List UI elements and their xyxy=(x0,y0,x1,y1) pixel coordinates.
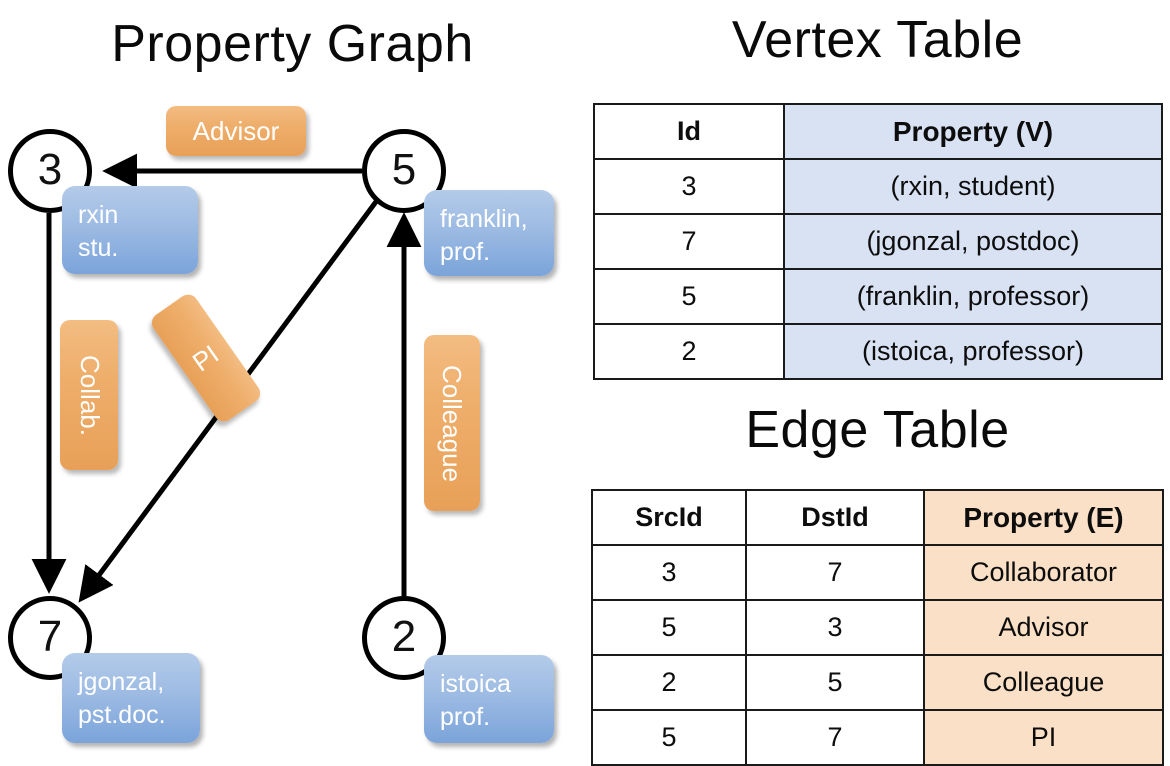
table-row: 3 7 Collaborator xyxy=(591,544,1164,601)
property-graph-diagram: 3 5 7 2 rxin stu. franklin, prof. jgonza… xyxy=(0,0,585,760)
edge-cell-srcid: 5 xyxy=(591,709,747,766)
edge-cell-dstid: 7 xyxy=(745,544,925,601)
graph-node-2-label: 2 xyxy=(391,612,417,661)
edge-table: SrcId DstId Property (E) 3 7 Collaborato… xyxy=(591,489,1164,766)
node-property-box-7: jgonzal, pst.doc. xyxy=(62,653,200,743)
vertex-cell-id: 7 xyxy=(593,213,785,270)
edge-cell-dstid: 5 xyxy=(745,654,925,711)
edge-cell-property: PI xyxy=(923,709,1164,766)
vertex-cell-id: 3 xyxy=(593,158,785,215)
table-row: 2 5 Colleague xyxy=(591,654,1164,711)
vertex-cell-property: (istoica, professor) xyxy=(783,323,1163,380)
edge-label-colleague-text: Colleague xyxy=(437,364,468,482)
graph-node-2[interactable]: 2 xyxy=(362,596,446,680)
page-title-vertex-table: Vertex Table xyxy=(731,11,1024,69)
table-row: 5 7 PI xyxy=(591,709,1164,766)
vertex-cell-id: 2 xyxy=(593,323,785,380)
page-title-edge-table: Edge Table xyxy=(745,401,1010,459)
edge-label-colleague: Colleague xyxy=(424,335,480,511)
edge-label-advisor: Advisor xyxy=(166,106,306,156)
table-row: 7 (jgonzal, postdoc) xyxy=(593,213,1163,270)
edge-table-header-dstid: DstId xyxy=(745,489,925,546)
edge-label-collab-text: Collab. xyxy=(74,354,105,436)
edge-table-header-srcid: SrcId xyxy=(591,489,747,546)
edge-label-pi-text: PI xyxy=(187,338,225,377)
table-row: 5 (franklin, professor) xyxy=(593,268,1163,325)
graph-node-3-label: 3 xyxy=(37,145,63,194)
vertex-table-header-property: Property (V) xyxy=(783,103,1163,160)
edge-cell-srcid: 2 xyxy=(591,654,747,711)
vertex-table-header-id: Id xyxy=(593,103,785,160)
edge-cell-property: Colleague xyxy=(923,654,1164,711)
table-row: 2 (istoica, professor) xyxy=(593,323,1163,380)
edge-cell-dstid: 3 xyxy=(745,599,925,656)
vertex-table: Id Property (V) 3 (rxin, student) 7 (jgo… xyxy=(593,103,1163,380)
graph-node-5[interactable]: 5 xyxy=(362,129,446,213)
node-property-box-3: rxin stu. xyxy=(62,186,198,274)
edge-cell-property: Advisor xyxy=(923,599,1164,656)
graph-node-7-label: 7 xyxy=(37,612,63,661)
node-property-box-5: franklin, prof. xyxy=(424,190,554,276)
vertex-cell-id: 5 xyxy=(593,268,785,325)
edge-cell-srcid: 3 xyxy=(591,544,747,601)
edge-cell-srcid: 5 xyxy=(591,599,747,656)
table-row: 3 (rxin, student) xyxy=(593,158,1163,215)
vertex-cell-property: (jgonzal, postdoc) xyxy=(783,213,1163,270)
graph-node-5-label: 5 xyxy=(391,145,417,194)
edge-label-advisor-text: Advisor xyxy=(192,115,280,146)
vertex-table-header-row: Id Property (V) xyxy=(593,103,1163,160)
edge-label-collab: Collab. xyxy=(60,320,118,470)
page-title-property-graph: Property Graph xyxy=(111,15,474,73)
table-row: 5 3 Advisor xyxy=(591,599,1164,656)
vertex-cell-property: (franklin, professor) xyxy=(783,268,1163,325)
node-property-box-2: istoica prof. xyxy=(424,655,554,743)
edge-cell-property: Collaborator xyxy=(923,544,1164,601)
edge-cell-dstid: 7 xyxy=(745,709,925,766)
edge-table-header-row: SrcId DstId Property (E) xyxy=(591,489,1164,546)
edge-table-header-property: Property (E) xyxy=(923,489,1164,546)
vertex-cell-property: (rxin, student) xyxy=(783,158,1163,215)
